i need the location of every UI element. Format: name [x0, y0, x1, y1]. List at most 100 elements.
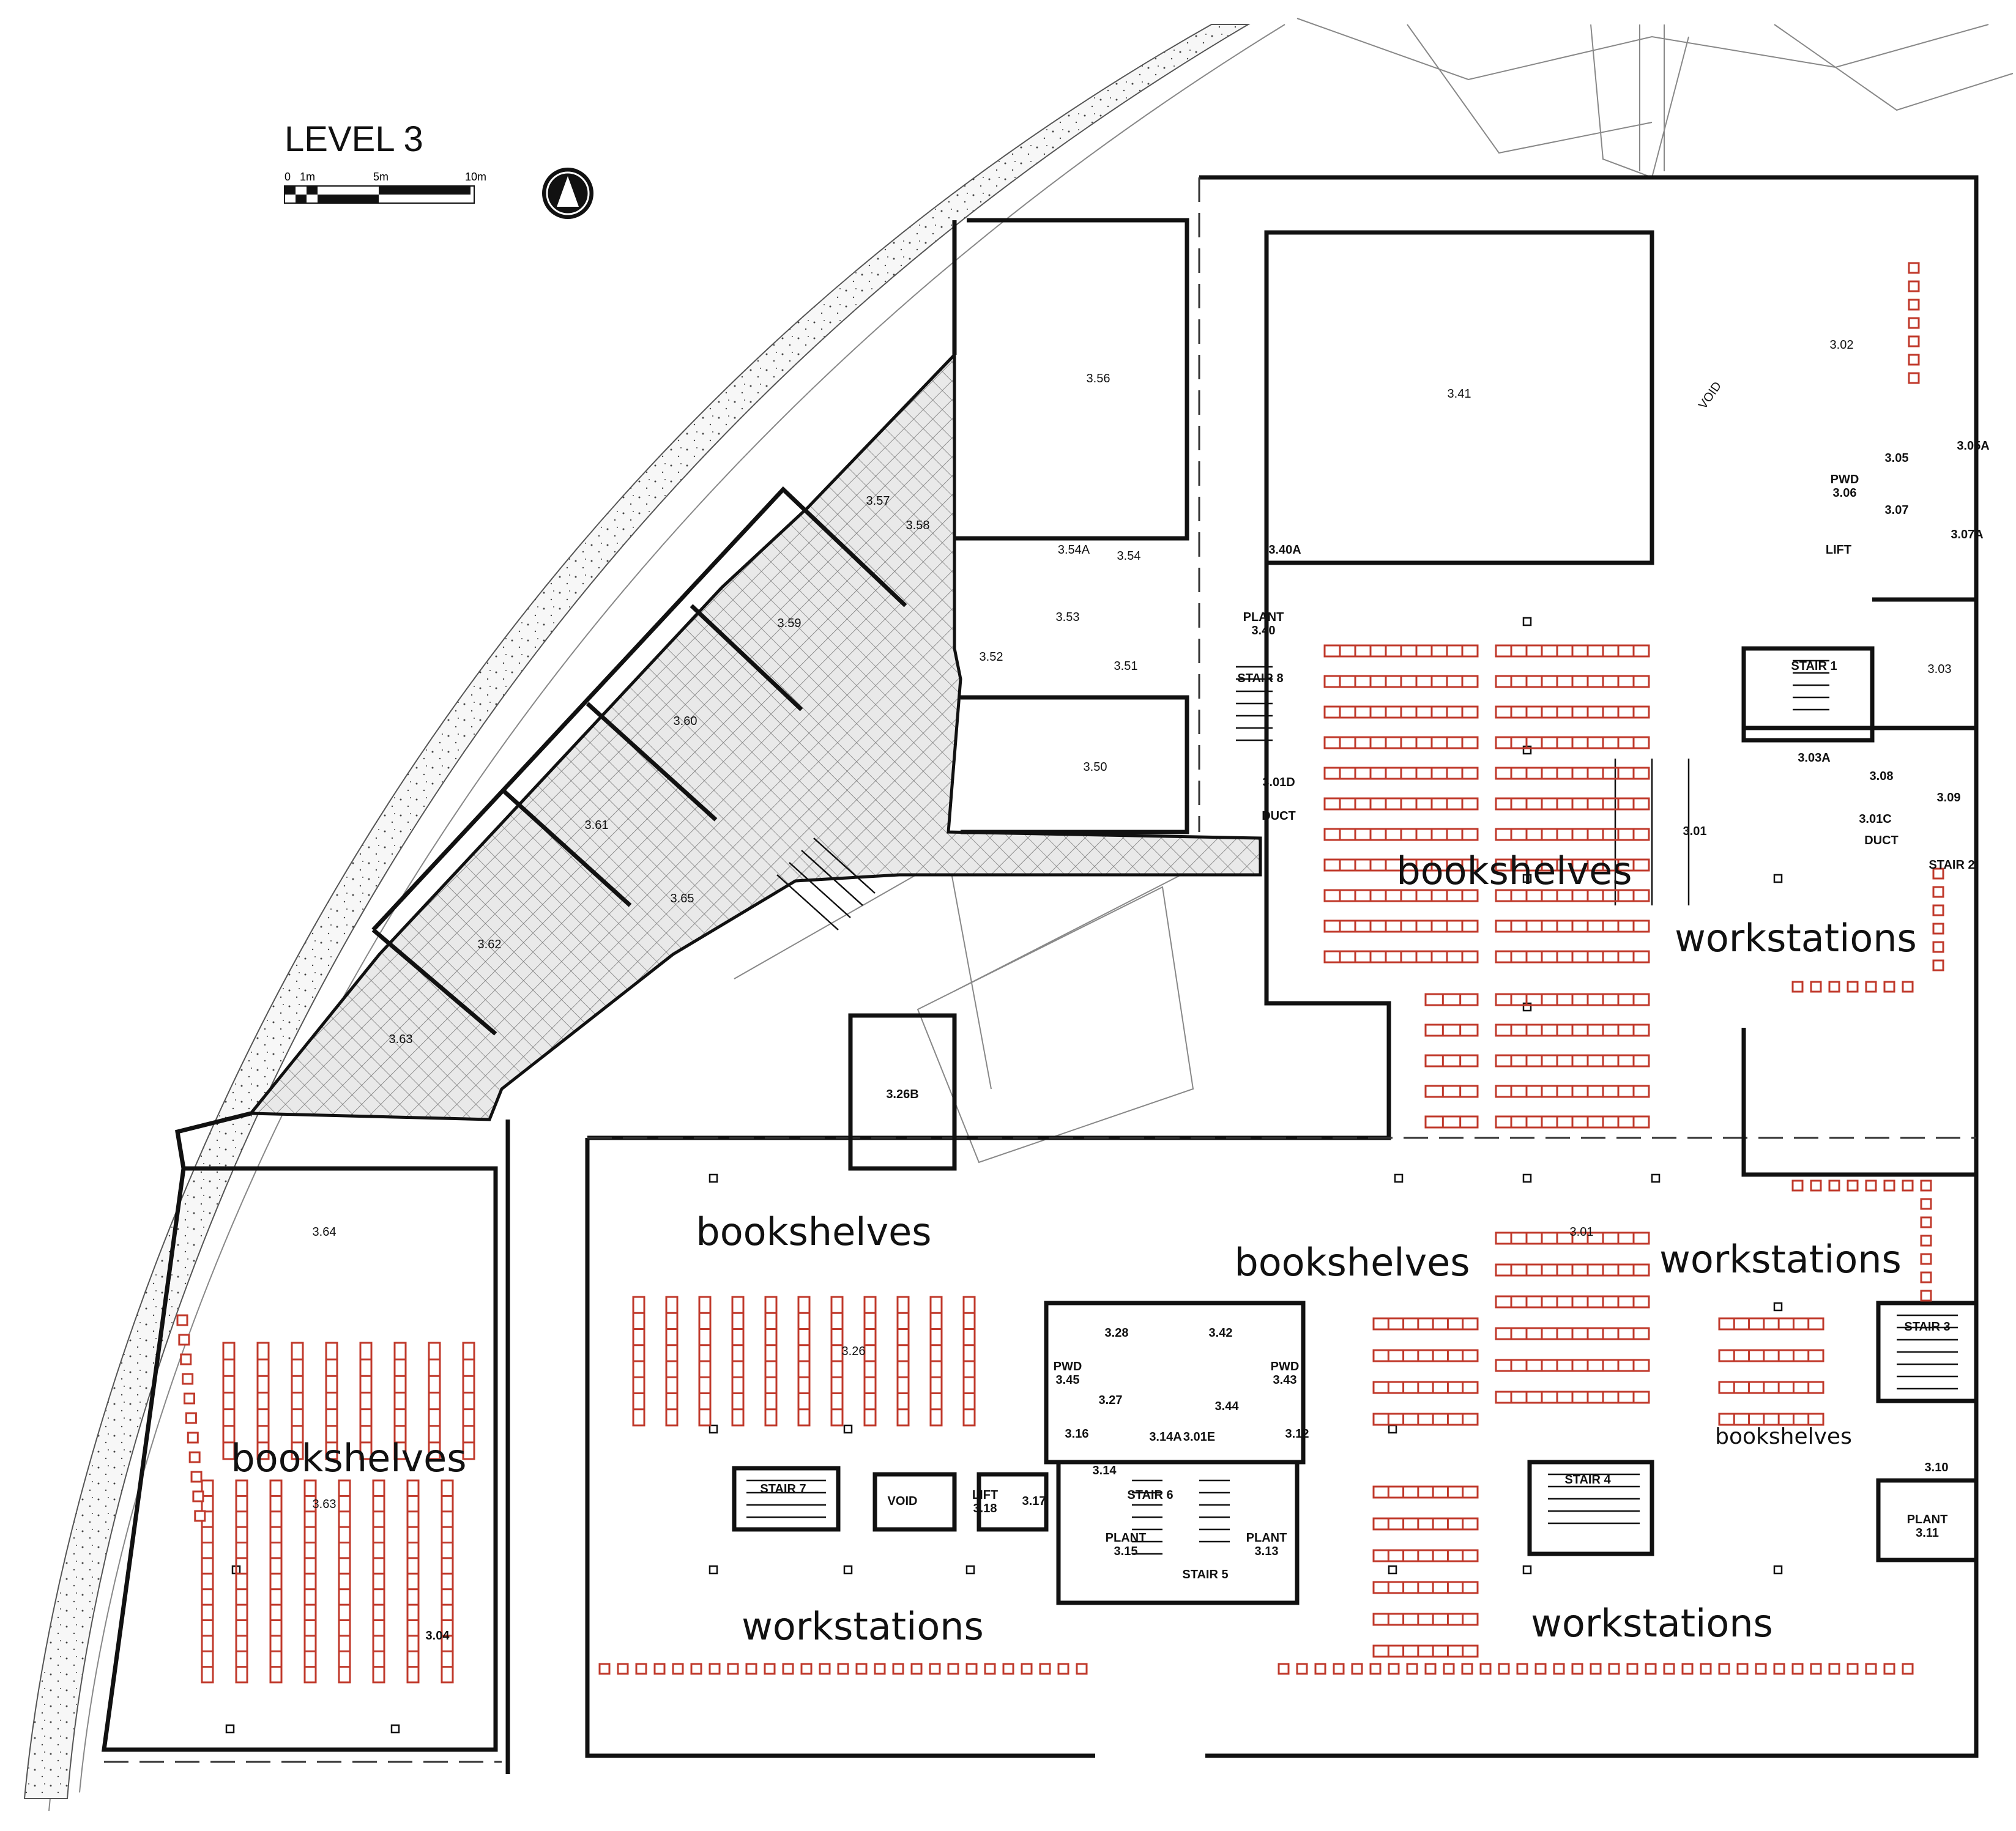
- room-3-58: 3.58: [906, 519, 930, 532]
- lift-top: LIFT: [1826, 543, 1851, 557]
- zone-bookshelves-west: bookshelves: [231, 1436, 466, 1480]
- bookshelf-unit: [406, 1479, 420, 1684]
- workstation-desk: [185, 1412, 197, 1424]
- circulation-hatch: [247, 351, 1262, 1121]
- stair-5: STAIR 5: [1182, 1568, 1228, 1581]
- scale-tick-1m: 1m: [300, 171, 315, 183]
- room-3-61: 3.61: [585, 819, 609, 832]
- bookshelf-unit: [256, 1342, 270, 1460]
- stair-7: STAIR 7: [760, 1482, 806, 1496]
- workstation-desks: [176, 262, 1944, 1675]
- workstation-desk: [1932, 904, 1944, 916]
- room-3-04: 3.04: [426, 1629, 450, 1643]
- zone-labels: bookshelves workstations bookshelves boo…: [231, 849, 1916, 1649]
- bookshelf-unit: [291, 1342, 304, 1460]
- workstation-desk: [1645, 1663, 1657, 1675]
- workstation-desk: [188, 1451, 201, 1463]
- room-3-56: 3.56: [1087, 372, 1110, 385]
- bookshelf-unit: [1424, 1085, 1479, 1098]
- workstation-desk: [1828, 1663, 1840, 1675]
- workstation-desk: [1791, 1179, 1804, 1192]
- bookshelf-unit: [1372, 1485, 1479, 1499]
- scale-tick-10m: 10m: [465, 171, 486, 183]
- workstation-desk: [1865, 981, 1877, 993]
- north-arrow-icon: [542, 168, 593, 219]
- workstation-desk: [1516, 1663, 1528, 1675]
- workstation-desk: [1920, 1198, 1932, 1210]
- workstation-desk: [1908, 299, 1920, 311]
- workstation-desk: [855, 1663, 868, 1675]
- room-3-52: 3.52: [980, 650, 1003, 664]
- scale-tick-5m: 5m: [373, 171, 389, 183]
- room-3-17: 3.17: [1022, 1495, 1046, 1508]
- workstation-desk: [1039, 1663, 1051, 1675]
- bookshelf-unit: [338, 1479, 351, 1684]
- bookshelf-unit: [1424, 1115, 1479, 1129]
- workstation-desk: [745, 1663, 757, 1675]
- workstation-desk: [1479, 1663, 1492, 1675]
- room-3-51: 3.51: [1114, 659, 1138, 673]
- workstation-desk: [1810, 1663, 1822, 1675]
- bookshelf-unit: [269, 1479, 283, 1684]
- workstation-desk: [1736, 1663, 1749, 1675]
- workstation-desk: [1920, 1179, 1932, 1192]
- workstation-desk: [1057, 1663, 1069, 1675]
- workstation-desk: [1883, 981, 1895, 993]
- building-walls: [101, 175, 1979, 1774]
- bookshelf-unit: [303, 1479, 317, 1684]
- workstation-desk: [178, 1334, 190, 1346]
- bookshelf-unit: [1372, 1381, 1479, 1394]
- room-3-40a: 3.40A: [1268, 543, 1301, 557]
- workstation-desk: [1920, 1271, 1932, 1283]
- stair-3: STAIR 3: [1904, 1320, 1950, 1334]
- stair-1: STAIR 1: [1791, 659, 1837, 673]
- workstation-desk: [1700, 1663, 1712, 1675]
- void-top: VOID: [1696, 379, 1724, 412]
- workstation-desk: [1534, 1663, 1547, 1675]
- workstation-desk: [1406, 1663, 1418, 1675]
- bookshelf-unit: [1718, 1349, 1824, 1362]
- workstation-desk: [1810, 981, 1822, 993]
- workstation-desk: [1791, 1663, 1804, 1675]
- workstation-desk: [1443, 1663, 1455, 1675]
- room-3-01: 3.01: [1683, 825, 1707, 838]
- workstation-desk: [1908, 280, 1920, 292]
- workstation-desk: [1920, 1216, 1932, 1228]
- room-3-02: 3.02: [1830, 338, 1854, 352]
- workstation-desk: [1498, 1663, 1510, 1675]
- room-3-63: 3.63: [389, 1033, 413, 1046]
- room-3-64: 3.64: [313, 1225, 337, 1239]
- workstation-desk: [1351, 1663, 1363, 1675]
- room-3-54a: 3.54A: [1058, 543, 1090, 557]
- workstation-desk: [1369, 1663, 1382, 1675]
- workstation-desk: [1847, 1179, 1859, 1192]
- workstation-desk: [1908, 354, 1920, 366]
- bookshelf-unit: [428, 1342, 441, 1460]
- workstation-desk: [910, 1663, 923, 1675]
- bookshelf-unit: [1372, 1581, 1479, 1594]
- room-3-01e: 3.01E: [1183, 1430, 1215, 1444]
- workstation-desk: [184, 1392, 196, 1405]
- room-3-53: 3.53: [1056, 611, 1080, 624]
- workstation-desk: [709, 1663, 721, 1675]
- bookshelf-unit: [1718, 1317, 1824, 1331]
- room-labels: 3.02 3.41 VOID 3.56 3.57 3.58 3.59 3.60 …: [313, 338, 1990, 1643]
- room-3-59: 3.59: [778, 617, 802, 630]
- stair-8: STAIR 8: [1237, 672, 1283, 685]
- duct-right: DUCT: [1864, 834, 1899, 847]
- room-3-14a: 3.14A: [1149, 1430, 1181, 1444]
- bookshelf-unit: [325, 1342, 338, 1460]
- zone-workstations-center-right: workstations: [1659, 1237, 1902, 1282]
- scale-bar: 0 1m 5m 10m: [284, 171, 486, 204]
- workstation-desk: [1590, 1663, 1602, 1675]
- room-3-07: 3.07: [1885, 503, 1909, 517]
- room-3-50: 3.50: [1084, 760, 1107, 774]
- room-3-14: 3.14: [1093, 1464, 1117, 1477]
- room-3-62: 3.62: [478, 938, 502, 951]
- workstation-desk: [1424, 1663, 1437, 1675]
- workstation-desk: [727, 1663, 739, 1675]
- bookshelf-unit: [1424, 1023, 1479, 1037]
